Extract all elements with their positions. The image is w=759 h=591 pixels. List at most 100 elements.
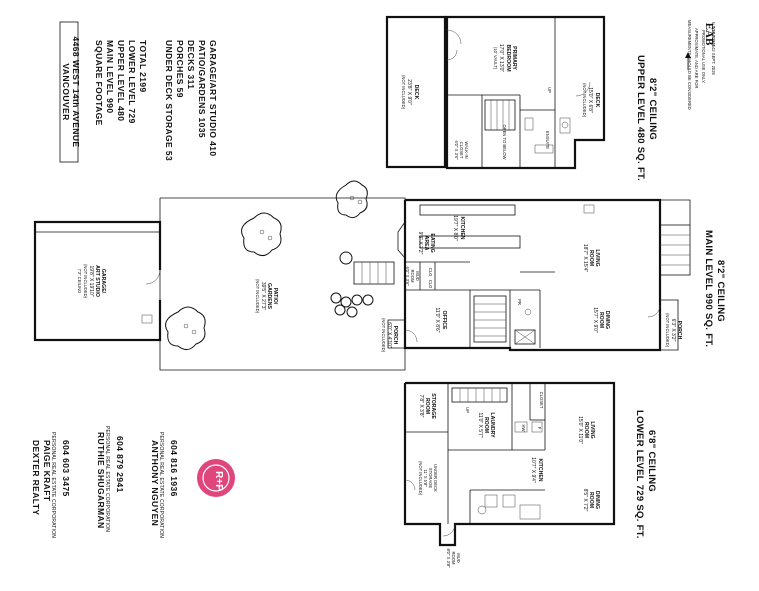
lower-house-outline: [403, 381, 616, 547]
main-kitchen-dim: 19'7" X 8'0": [452, 215, 458, 241]
porch-left-dim: 6'0" X 4'10": [386, 322, 392, 348]
lower-level-ceiling: 6'8" CEILING: [646, 430, 657, 492]
drafter-logo: EAB FLOOR PLANS: [703, 22, 715, 47]
agent-2-phone: 604 879 2941: [115, 436, 125, 493]
area-under-deck: UNDER DECK STORAGE 53: [164, 40, 174, 161]
address-block: 4468 WEST 14th AVENUE VANCOUVER: [59, 21, 81, 163]
upper-deck-right-note: (NOT INCLUDED): [582, 83, 587, 118]
agent-1-title: PERSONAL REAL ESTATE CORPORATION: [50, 432, 56, 538]
area-garage: GARAGE/ART STUDIO 410: [208, 40, 218, 157]
main-mud-room-name: MUD: [415, 271, 420, 281]
garage-dim: 19'8" X 19'10": [88, 265, 94, 296]
laundry-room-name2: ROOM: [483, 417, 489, 433]
area-decks: DECKS 311: [186, 40, 196, 89]
upper-level-ceiling: 8'2" CEILING: [647, 78, 658, 140]
lower-storage-dim: 7'8" X 3'8": [418, 395, 424, 418]
realtor-logo: R+P: [197, 459, 235, 497]
lower-level-plan: STORAGE ROOM 7'8" X 3'8" LAUNDRY ROOM 11…: [403, 381, 616, 568]
agent-2-name: RUTHIE SHUGARMAN: [96, 432, 106, 529]
upper-deck-left-name: DECK: [413, 85, 419, 100]
laundry-room-name: LAUNDRY: [489, 412, 495, 438]
lower-stair: [451, 387, 508, 403]
garage-name2: ART STUDIO: [94, 265, 100, 297]
lower-living-name2: ROOM: [583, 422, 589, 438]
patio-name: PATIO/: [272, 288, 278, 305]
garage-name: GARAGE/: [100, 269, 106, 294]
primary-bedroom-name: PRIMARY: [511, 46, 517, 70]
walkin-closet-name2: CLOSET: [459, 142, 464, 159]
lower-living-dim: 15'0" X 11'0": [577, 416, 583, 444]
lower-dining-name: DINING: [594, 491, 600, 509]
address-line-1: 4468 WEST 14th AVENUE: [71, 37, 81, 148]
upper-level-plan: DECK 23'8" X 9'0" (NOT INCLUDED) PRIMARY…: [385, 15, 606, 170]
primary-bedroom-name2: BEDROOM: [505, 44, 511, 71]
main-powder-room: PR: [517, 299, 522, 305]
lower-storage-name: STORAGE: [430, 393, 436, 419]
porch-left-name: PORCH: [392, 326, 398, 345]
main-dining-name: DINING: [604, 311, 610, 329]
drafter-mark: EAB: [703, 23, 715, 46]
porch-right-name: PORCH: [676, 321, 682, 340]
lower-mud-room-name: MUD: [456, 553, 461, 563]
upper-deck-left: [385, 15, 447, 169]
office-name: OFFICE: [441, 310, 447, 330]
primary-bedroom-dim: 17'0" X 13'0": [498, 44, 504, 72]
sqft-main: MAIN LEVEL 990: [105, 40, 115, 113]
laundry-room-dim: 11'0" X 5'7": [477, 412, 483, 437]
garage-note: (NOT INCLUDED): [83, 264, 88, 299]
lower-up-label: UP: [465, 407, 470, 413]
lower-level-title-text: LOWER LEVEL 729 SQ. FT.: [634, 410, 645, 539]
upper-deck-left-dim: 23'8" X 9'0": [406, 79, 412, 105]
lower-mud-room-dim: 8'0" X 3'8": [446, 548, 451, 568]
main-stair: [473, 295, 507, 343]
porch-right-note: (NOT INCLUDED): [665, 313, 670, 348]
under-deck-storage-note: (NOT INCLUDED): [418, 461, 423, 496]
disclaimer-line-3: PROMOTIONAL USE ONLY.: [701, 30, 706, 83]
porch-left-note: (NOT INCLUDED): [381, 318, 386, 353]
lower-storage-name2: ROOM: [424, 398, 430, 414]
main-closet-1: CLO: [428, 268, 433, 277]
lower-mud-room-name2: ROOM: [451, 551, 456, 565]
eating-area-name2: AREA: [423, 236, 429, 251]
sqft-heading: SQUARE FOOTAGE: [94, 40, 104, 126]
eating-area-dim: 9'3" X 7'2": [417, 232, 423, 255]
north-arrow-icon: [685, 52, 691, 70]
hot-water-label: HW: [521, 425, 526, 432]
tree-icon: [335, 180, 368, 219]
patio-note: (NOT INCLUDED): [255, 279, 260, 314]
porch-right-dim: 6'3" X 3'2": [670, 319, 676, 342]
eating-area-name: EATING: [429, 233, 435, 252]
upper-deck-right-name: DECK: [594, 93, 600, 108]
main-dining-dim: 15'7" X 9'0": [592, 307, 598, 333]
main-mud-room-dim: 6'0" X 3'6": [405, 266, 410, 286]
agent-3-title: PERSONAL REAL ESTATE CORPORATION: [158, 432, 164, 538]
upper-level-title: UPPER LEVEL 480 SQ. FT.: [635, 55, 646, 181]
lower-kitchen-name: KITCHEN: [537, 458, 543, 481]
main-living-name: LIVING: [594, 249, 600, 266]
ensuite-name: ENSUITE: [545, 131, 550, 149]
lower-kitchen-dim: 10'7" X 9'4": [530, 457, 536, 483]
upper-deck-left-note: (NOT INCLUDED): [401, 75, 406, 110]
agent-1-phone: 604 603 3475: [61, 440, 71, 497]
upper-deck-right-dim: 15'0" X 6'8": [587, 87, 593, 113]
under-deck-storage-name: UNDER DECK: [433, 464, 438, 492]
realtor-block: DEXTER REALTY PAIGE KRAFT PERSONAL REAL …: [31, 426, 179, 538]
upper-level-title-text: UPPER LEVEL 480 SQ. FT.: [635, 55, 646, 181]
patio-dim: 39'5" X 27'3": [260, 282, 266, 310]
disclaimer-line-1: MEASUREMENTS SHOULD BE CONSIDERED: [687, 20, 692, 110]
main-living-name2: ROOM: [588, 250, 594, 266]
main-level-title: MAIN LEVEL 990 SQ. FT.: [703, 230, 714, 347]
agent-2-title: PERSONAL REAL ESTATE CORPORATION: [104, 426, 110, 532]
walkin-closet-dim: 6'0" X 3'6": [454, 140, 459, 160]
logo-letters: R+P: [213, 471, 224, 491]
upper-stair: [484, 99, 516, 131]
tree-icon: [165, 306, 206, 350]
disclaimer-line-4: T.18-2314542 SEPT. 2026: [711, 26, 716, 76]
main-kitchen-name: KITCHEN: [459, 216, 465, 239]
disclaimer-block: MEASUREMENTS SHOULD BE CONSIDERED APPROX…: [687, 20, 716, 110]
upper-up-label: UP: [547, 87, 552, 93]
main-mud-room-name2: ROOM: [410, 269, 415, 283]
agent-1-name: PAIGE KRAFT: [42, 440, 52, 502]
